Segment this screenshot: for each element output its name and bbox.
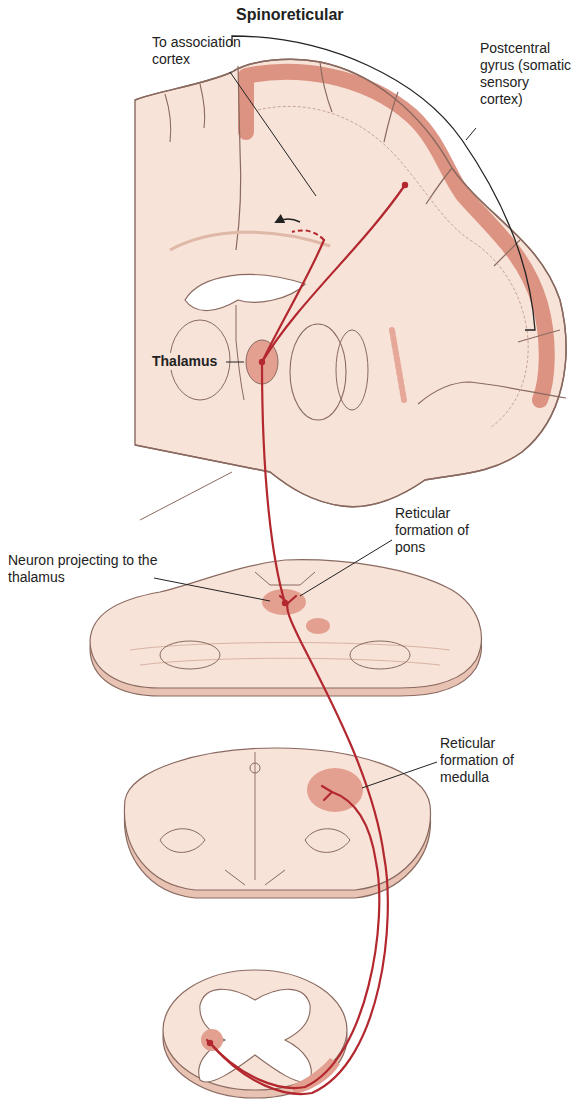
structure-label: Thalamus	[152, 353, 224, 370]
association-projection	[292, 230, 324, 240]
region-label: Postcentral gyrus (somatic sensory corte…	[480, 40, 572, 108]
leader-lines	[154, 72, 476, 788]
pons-section	[90, 560, 481, 696]
neuron-label: Neuron projecting to the thalamus	[8, 552, 158, 586]
brain-section	[135, 59, 566, 520]
pathway-label: To association cortex	[152, 34, 262, 68]
medulla-section	[124, 748, 430, 898]
structure-label: Reticular formation of pons	[395, 505, 480, 556]
structure-label: Reticular formation of medulla	[440, 735, 524, 786]
direction-arrow	[276, 219, 300, 222]
neuron-cell-bodies	[207, 182, 408, 1046]
spinoreticular-pathway	[207, 185, 405, 1094]
figure-title: Spinoreticular	[236, 6, 344, 24]
